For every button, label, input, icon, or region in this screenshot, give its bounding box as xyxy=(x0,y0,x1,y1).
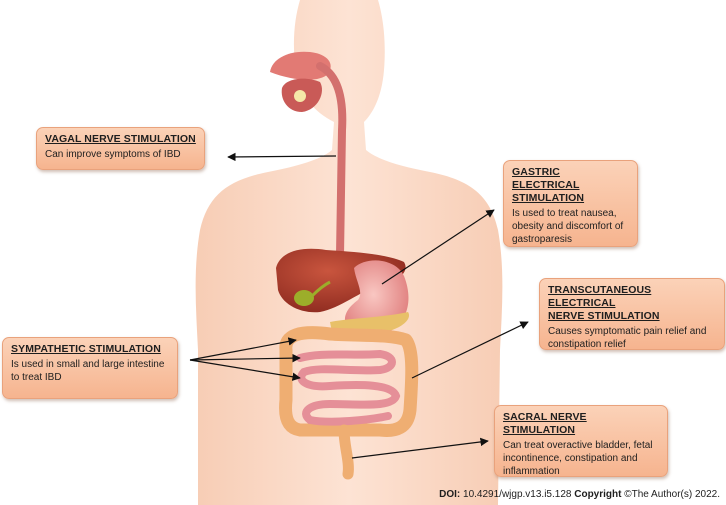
rectum xyxy=(338,424,354,480)
sacral-nerve-stimulation-box: SACRAL NERVE STIMULATION Can treat overa… xyxy=(494,405,668,477)
box-title: VAGAL NERVE STIMULATION xyxy=(45,133,196,145)
arrow-sympathetic-2 xyxy=(189,353,301,363)
box-description: Can treat overactive bladder, fetal inco… xyxy=(503,440,653,477)
box-title: SYMPATHETIC STIMULATION xyxy=(11,343,161,355)
box-description: Can improve symptoms of IBD xyxy=(45,149,181,160)
arrow-sacral xyxy=(351,437,489,459)
box-description: Is used to treat nausea, obesity and dis… xyxy=(512,208,624,245)
oral-cavity xyxy=(270,51,331,112)
pointer-arrows xyxy=(189,152,529,459)
copyright-label: Copyright xyxy=(574,489,622,500)
box-description: Causes symptomatic pain relief and const… xyxy=(548,326,707,350)
arrow-transcutaneous xyxy=(411,321,529,379)
gallbladder xyxy=(294,290,314,306)
box-title: GASTRIC ELECTRICAL STIMULATION xyxy=(512,166,585,204)
small-intestine xyxy=(296,349,401,426)
transcutaneous-nerve-stimulation-box: TRANSCUTANEOUS ELECTRICAL NERVE STIMULAT… xyxy=(539,278,725,350)
arrow-gastric xyxy=(381,209,495,285)
gastric-electrical-stimulation-box: GASTRIC ELECTRICAL STIMULATION Is used t… xyxy=(503,160,638,247)
vagal-nerve-stimulation-box: VAGAL NERVE STIMULATION Can improve symp… xyxy=(36,127,205,170)
arrow-vagal xyxy=(227,152,337,162)
esophagus xyxy=(316,62,347,259)
box-title: SACRAL NERVE STIMULATION xyxy=(503,411,587,436)
arrow-sympathetic-1 xyxy=(189,337,297,361)
box-title: TRANSCUTANEOUS ELECTRICAL NERVE STIMULAT… xyxy=(548,284,660,322)
sympathetic-stimulation-box: SYMPATHETIC STIMULATION Is used in small… xyxy=(2,337,178,399)
box-description: Is used in small and large intestine to … xyxy=(11,359,165,383)
doi-label: DOI: xyxy=(439,489,461,500)
arrow-sympathetic-3 xyxy=(189,359,301,381)
tongue-icon xyxy=(294,90,306,102)
large-intestine xyxy=(279,326,419,437)
copyright-value: ©The Author(s) 2022. xyxy=(624,489,720,500)
doi-value: 10.4291/wjgp.v13.i5.128 xyxy=(463,489,572,500)
citation-footer: DOI: 10.4291/wjgp.v13.i5.128 Copyright ©… xyxy=(439,489,720,500)
